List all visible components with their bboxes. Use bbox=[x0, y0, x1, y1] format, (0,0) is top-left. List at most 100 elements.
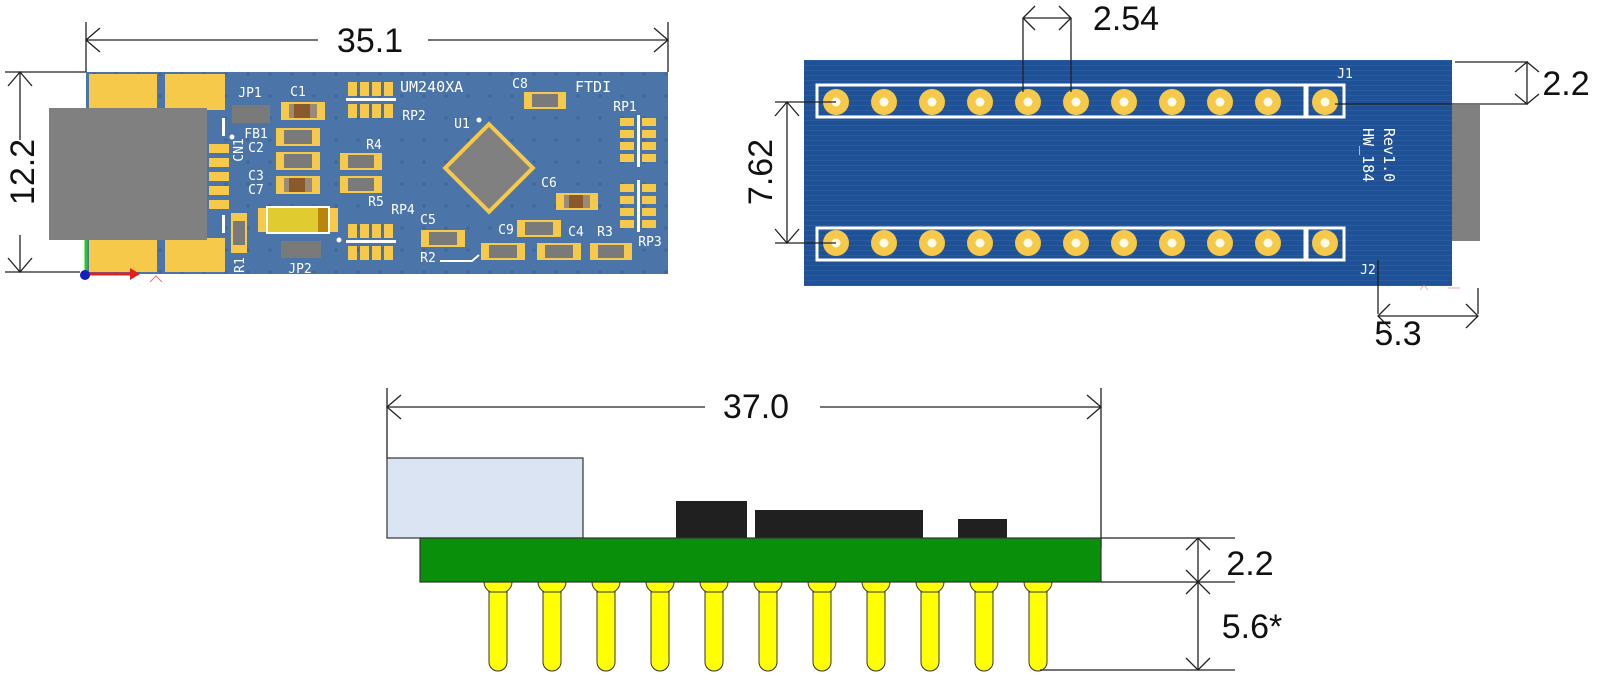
through-hole-pad bbox=[967, 89, 993, 115]
through-hole-pad bbox=[1207, 89, 1233, 115]
silk-c6: C6 bbox=[541, 176, 557, 191]
through-hole-pad bbox=[967, 230, 993, 256]
resistor-r1 bbox=[231, 213, 247, 253]
silk-u1: U1 bbox=[454, 117, 470, 132]
usb-shell-pad bbox=[89, 238, 157, 272]
resistor-pack-rp4 bbox=[346, 224, 396, 260]
dim-label-row-spacing: 7.62 bbox=[742, 139, 780, 205]
ferrite-fb1 bbox=[276, 128, 320, 146]
jp1-jumper bbox=[232, 105, 270, 123]
dim-thickness bbox=[1040, 537, 1235, 671]
cap-c6 bbox=[556, 193, 598, 210]
cap-c8 bbox=[524, 92, 566, 109]
silk-rp4: RP4 bbox=[391, 203, 415, 218]
through-hole-pad bbox=[1063, 89, 1089, 115]
header-pin bbox=[969, 581, 999, 672]
through-hole-pad bbox=[1111, 230, 1137, 256]
usb-connector-side-view bbox=[386, 457, 584, 539]
dim-pin-to-edge-5-3 bbox=[1377, 260, 1479, 329]
header-pin bbox=[1023, 581, 1053, 672]
silk-r5: R5 bbox=[368, 195, 384, 210]
resistor-pack-rp3 bbox=[620, 180, 656, 232]
silk-rp1: RP1 bbox=[613, 100, 636, 115]
silk-jp2: JP2 bbox=[288, 262, 311, 277]
header-outline-top bbox=[815, 83, 1307, 119]
header-pin bbox=[915, 581, 945, 672]
silk-c8: C8 bbox=[512, 77, 528, 92]
silk-hw: HW_184 bbox=[1359, 128, 1377, 182]
dim-overall-37-0 bbox=[386, 388, 1102, 548]
dim-label-edge-to-pin: 2.2 bbox=[1542, 65, 1589, 103]
through-hole-pad bbox=[871, 89, 897, 115]
dim-label-pin-length: 5.6* bbox=[1222, 608, 1283, 646]
pcb-side-view bbox=[419, 537, 1102, 583]
header-pin bbox=[645, 581, 675, 672]
silk-j1: J1 bbox=[1337, 67, 1353, 82]
dim-label-pitch: 2.54 bbox=[1093, 0, 1159, 38]
silk-r4: R4 bbox=[366, 138, 382, 153]
jp2-jumper bbox=[281, 241, 321, 258]
cap-c3 bbox=[276, 176, 320, 194]
silk-jp1: JP1 bbox=[238, 86, 261, 101]
through-hole-pad bbox=[1063, 230, 1089, 256]
chip-side-1 bbox=[676, 501, 747, 539]
header-pins-j1 bbox=[823, 89, 1338, 115]
silk-r3: R3 bbox=[597, 225, 613, 240]
cap-c9 bbox=[517, 220, 561, 237]
dim-length-35-1 bbox=[85, 22, 669, 72]
dim-pitch-2-54 bbox=[1022, 5, 1072, 92]
chip-side-2 bbox=[755, 510, 923, 539]
silk-fb1: FB1 bbox=[244, 127, 267, 142]
dim-label-pcb-thickness: 2.2 bbox=[1226, 545, 1273, 583]
through-hole-pad bbox=[1159, 89, 1185, 115]
through-hole-pad bbox=[871, 230, 897, 256]
resistor-pack-rp1 bbox=[620, 115, 656, 167]
dim-label-width: 12.2 bbox=[4, 139, 42, 205]
through-hole-pad bbox=[919, 230, 945, 256]
silk-c1: C1 bbox=[290, 85, 306, 100]
silk-c2: C2 bbox=[248, 141, 264, 156]
silk-j2: J2 bbox=[1360, 263, 1376, 278]
through-hole-pad bbox=[1312, 89, 1338, 115]
resistor-pack-rp2 bbox=[346, 82, 396, 118]
dim-row-spacing-7-62 bbox=[774, 101, 836, 244]
silk-rev: Rev1.0 bbox=[1380, 128, 1398, 182]
dim-width-12-2 bbox=[5, 71, 86, 273]
silk-cn1: CN1 bbox=[232, 138, 247, 161]
silk-r1: R1 bbox=[233, 257, 248, 273]
usb-shell-pad bbox=[165, 238, 225, 272]
resistor-r4 bbox=[340, 153, 382, 170]
header-pin bbox=[861, 581, 891, 672]
usb-shell-pad bbox=[89, 74, 157, 110]
header-outline-bottom bbox=[815, 226, 1307, 262]
through-hole-pad bbox=[1111, 89, 1137, 115]
through-hole-pad bbox=[1312, 230, 1338, 256]
usb-connector-side bbox=[1450, 105, 1480, 241]
origin-axes-icon bbox=[80, 240, 163, 283]
header-pin bbox=[483, 581, 513, 672]
through-hole-pad bbox=[1015, 89, 1041, 115]
header-pins-side bbox=[483, 581, 1053, 672]
silk-board-name: UM240XA bbox=[400, 78, 463, 96]
silk-c9: C9 bbox=[498, 223, 514, 238]
big-smd-component bbox=[258, 206, 338, 234]
silk-rp2: RP2 bbox=[402, 109, 425, 124]
through-hole-pad bbox=[1255, 230, 1281, 256]
usb-signal-pads bbox=[209, 144, 229, 209]
dim-label-pin-to-edge: 5.3 bbox=[1374, 315, 1421, 353]
cap-c1 bbox=[281, 102, 325, 120]
through-hole-pad bbox=[1255, 89, 1281, 115]
silk-c5: C5 bbox=[420, 213, 436, 228]
dim-label-overall-length: 37.0 bbox=[723, 388, 789, 426]
dim-label-length: 35.1 bbox=[337, 22, 403, 60]
bottom-view: J1 J2 Rev1.0 HW_184 2.54 7.62 bbox=[742, 0, 1590, 353]
cap-c5 bbox=[421, 230, 465, 247]
cap-c2 bbox=[276, 152, 320, 170]
through-hole-pad bbox=[1159, 230, 1185, 256]
usb-connector bbox=[49, 108, 207, 240]
through-hole-pad bbox=[1015, 230, 1041, 256]
header-pin bbox=[807, 581, 837, 672]
header-pin bbox=[591, 581, 621, 672]
header-pins-j2 bbox=[823, 230, 1338, 256]
